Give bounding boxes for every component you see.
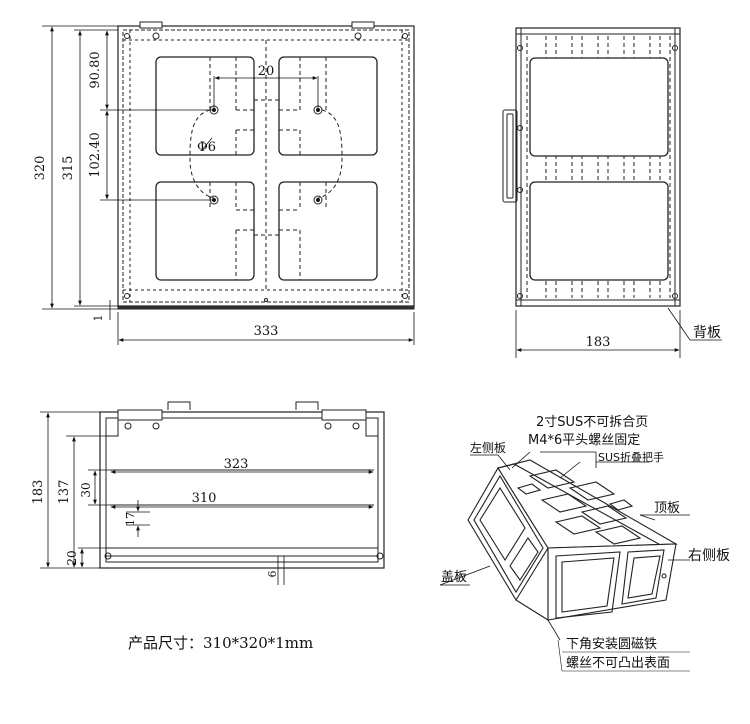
label-back-panel: 背板 [693,325,721,341]
dim-hole-diameter: Ф6 [197,140,216,155]
window-top-left [155,56,255,156]
label-top-panel: 顶板 [654,501,680,516]
dim-hole-spacing: 20 [258,64,275,79]
dim-front-width: 333 [254,324,279,339]
dim-17: 17 [124,512,137,526]
dim-top-depth: 183 [31,480,46,505]
dim-side-depth: 183 [586,335,611,350]
note-hinge-line1: 2寸SUS不可拆合页 [536,415,648,430]
side-handle [502,109,518,203]
dim-30: 30 [79,482,93,497]
dim-323: 323 [224,457,249,472]
side-window-top [529,57,669,157]
label-left-panel: 左侧板 [470,440,506,455]
dim-inner-height: 315 [61,156,76,181]
product-dimensions-caption: 产品尺寸：310*320*1mm [128,634,314,652]
top-view [40,401,385,585]
window-top-right [278,56,378,156]
front-view [42,21,415,345]
note-hinge-line2: M4*6平头螺丝固定 [528,433,640,448]
top-frame [99,411,385,569]
dim-310: 310 [192,491,217,506]
side-window-bottom [529,181,669,281]
dim-20: 20 [65,550,79,565]
note-magnet-line2: 螺丝不可凸出表面 [566,656,670,671]
dim-top-offset: 90.80 [88,51,103,88]
label-handle: SUS折叠把手 [598,450,664,464]
dim-137: 137 [57,480,72,505]
iso-view [439,451,690,641]
label-cover: 盖板 [441,570,467,585]
window-bottom-right [278,181,378,281]
note-magnet-line1: 下角安装圆磁铁 [566,637,657,652]
window-bottom-left [155,181,255,281]
dim-row-pitch: 102.40 [88,132,103,178]
dim-bottom-thickness: 1 [92,315,105,322]
side-frame [515,27,681,307]
label-right-panel: 右侧板 [688,548,730,564]
side-view [502,27,722,358]
dim-total-height: 320 [33,156,48,181]
dim-6: 6 [266,571,279,578]
